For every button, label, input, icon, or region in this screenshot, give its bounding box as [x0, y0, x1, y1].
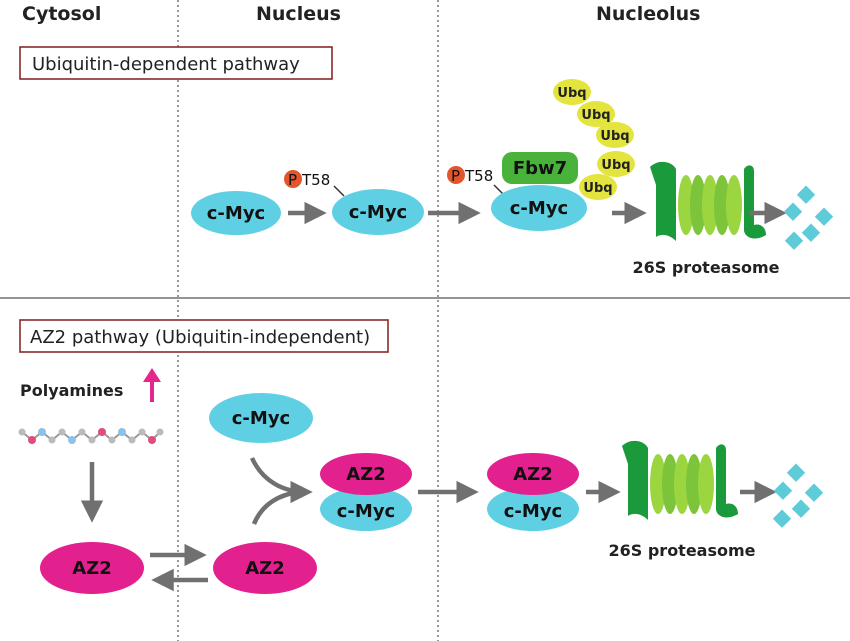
az2-oval-cytosol [40, 542, 144, 594]
fbw7-box [502, 152, 578, 184]
bottom-pathway-box [19, 319, 389, 353]
complex-az2-oval-nucleolus [487, 453, 579, 495]
phospho-circle-1 [284, 170, 302, 188]
phospho-circle-2 [447, 166, 465, 184]
complex-cmyc-label-nucleolus: c-Myc [504, 501, 562, 522]
ubq-circle-3 [596, 122, 634, 148]
cmyc-label-free: c-Myc [232, 408, 290, 429]
ubq-label-1: Ubq [557, 86, 586, 101]
t58-label-2: T58 [464, 167, 493, 185]
region-nucleus-label: Nucleus [256, 3, 341, 25]
phospho-p-1: P [288, 171, 297, 189]
ubq-label-4: Ubq [601, 158, 630, 173]
complex-cmyc-label-nucleus: c-Myc [337, 501, 395, 522]
ubq-label-5: Ubq [583, 181, 612, 196]
ubq-label-2: Ubq [581, 108, 610, 123]
polyamines-label: Polyamines [20, 381, 123, 400]
ubq-label-3: Ubq [600, 129, 629, 144]
proteasome-label-bottom: 26S proteasome [608, 541, 755, 560]
arrow-merge [249, 457, 313, 504]
arrow-merge-lower [251, 489, 301, 525]
proteasome-icon-top [650, 161, 766, 241]
cmyc-label-nucleolus: c-Myc [510, 198, 568, 219]
cmyc-oval-nucleus [332, 189, 424, 235]
ubq-circle-1 [553, 79, 591, 105]
complex-cmyc-oval-nucleus [320, 487, 412, 531]
phospho-link-1 [333, 185, 345, 197]
az2-label-cytosol: AZ2 [72, 558, 112, 579]
proteasome-label-top: 26S proteasome [632, 258, 779, 277]
complex-az2-label-nucleus: AZ2 [346, 464, 386, 485]
complex-az2-oval-nucleus [320, 453, 412, 495]
complex-az2-label-nucleolus: AZ2 [513, 464, 553, 485]
top-pathway-box [19, 46, 333, 80]
polyamines-up-arrowhead [143, 368, 161, 382]
az2-label-nucleus: AZ2 [245, 558, 285, 579]
complex-cmyc-oval-nucleolus [487, 487, 579, 531]
t58-label-1: T58 [301, 171, 330, 189]
az2-oval-nucleus [213, 542, 317, 594]
ubq-circle-2 [577, 101, 615, 127]
proteasome-icon-bottom [622, 440, 738, 520]
ubq-circle-4 [597, 151, 635, 177]
cmyc-oval-cytosol [191, 191, 281, 235]
region-nucleolus-label: Nucleolus [596, 3, 701, 25]
region-cytosol-label: Cytosol [22, 3, 101, 25]
bottom-pathway-title: AZ2 pathway (Ubiquitin-independent) [30, 327, 370, 348]
cmyc-label-cytosol: c-Myc [207, 203, 265, 224]
fbw7-label: Fbw7 [513, 158, 567, 179]
cmyc-oval-free [209, 393, 313, 443]
cmyc-oval-nucleolus [491, 185, 587, 231]
peptide-fragments-bottom [772, 463, 824, 528]
ubq-circle-5 [579, 174, 617, 200]
phospho-p-2: P [451, 167, 460, 185]
polyamine-molecule-icon [18, 428, 164, 444]
peptide-fragments-top [783, 185, 834, 250]
top-pathway-title: Ubiquitin-dependent pathway [32, 54, 300, 75]
cmyc-label-nucleus: c-Myc [349, 202, 407, 223]
